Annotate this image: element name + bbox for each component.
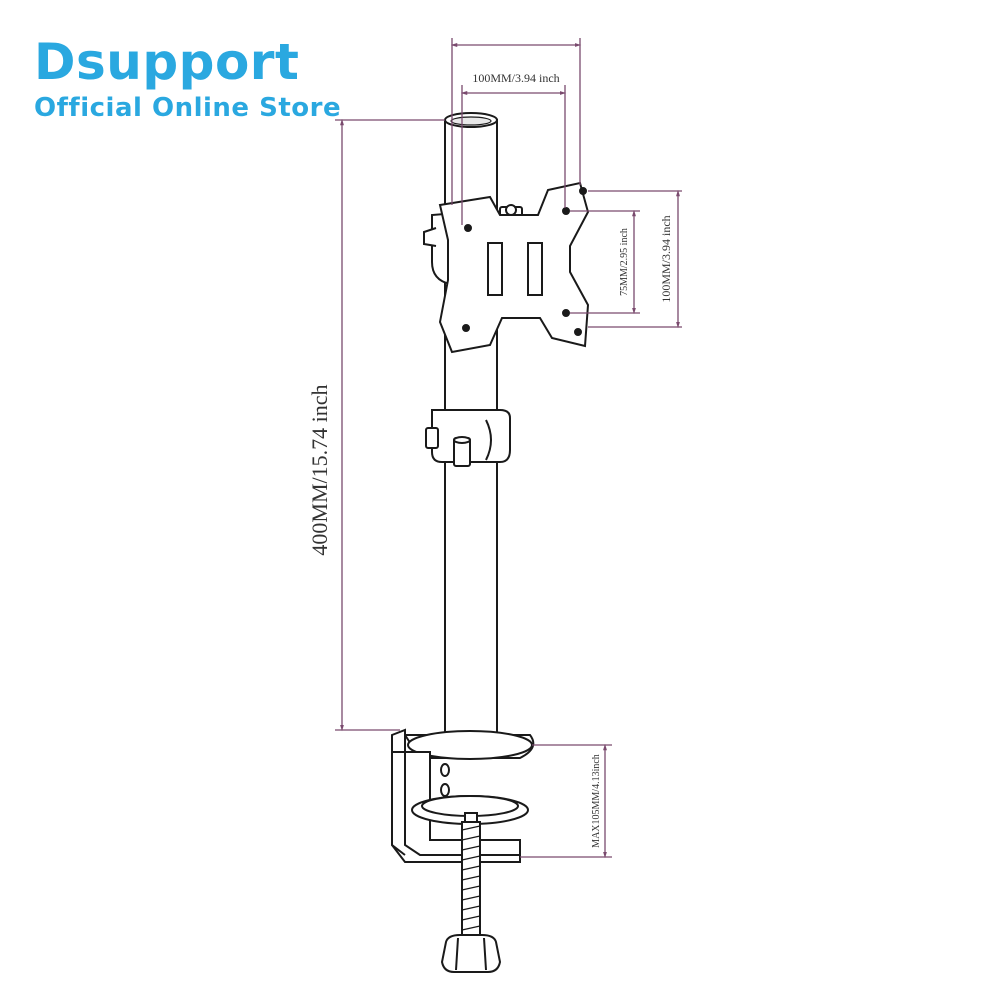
- plate-height-outer-label: 100MM/3.94 inch: [659, 215, 673, 302]
- cable-clip: [425, 409, 511, 467]
- clamp-max-label: MAX105MM/4.13inch: [591, 754, 602, 848]
- brand-name: Dsupport: [34, 33, 300, 91]
- plate-height-inner-label: 75MM/2.95 inch: [619, 228, 630, 296]
- brand-tagline: Official Online Store: [34, 93, 342, 123]
- desk-clamp: [391, 728, 535, 973]
- plate-width-label: 100MM/3.94 inch: [472, 71, 559, 85]
- vesa-plate: [423, 181, 590, 354]
- pole-height-label: 400MM/15.74 inch: [307, 384, 332, 555]
- dimension-lines: [335, 38, 682, 859]
